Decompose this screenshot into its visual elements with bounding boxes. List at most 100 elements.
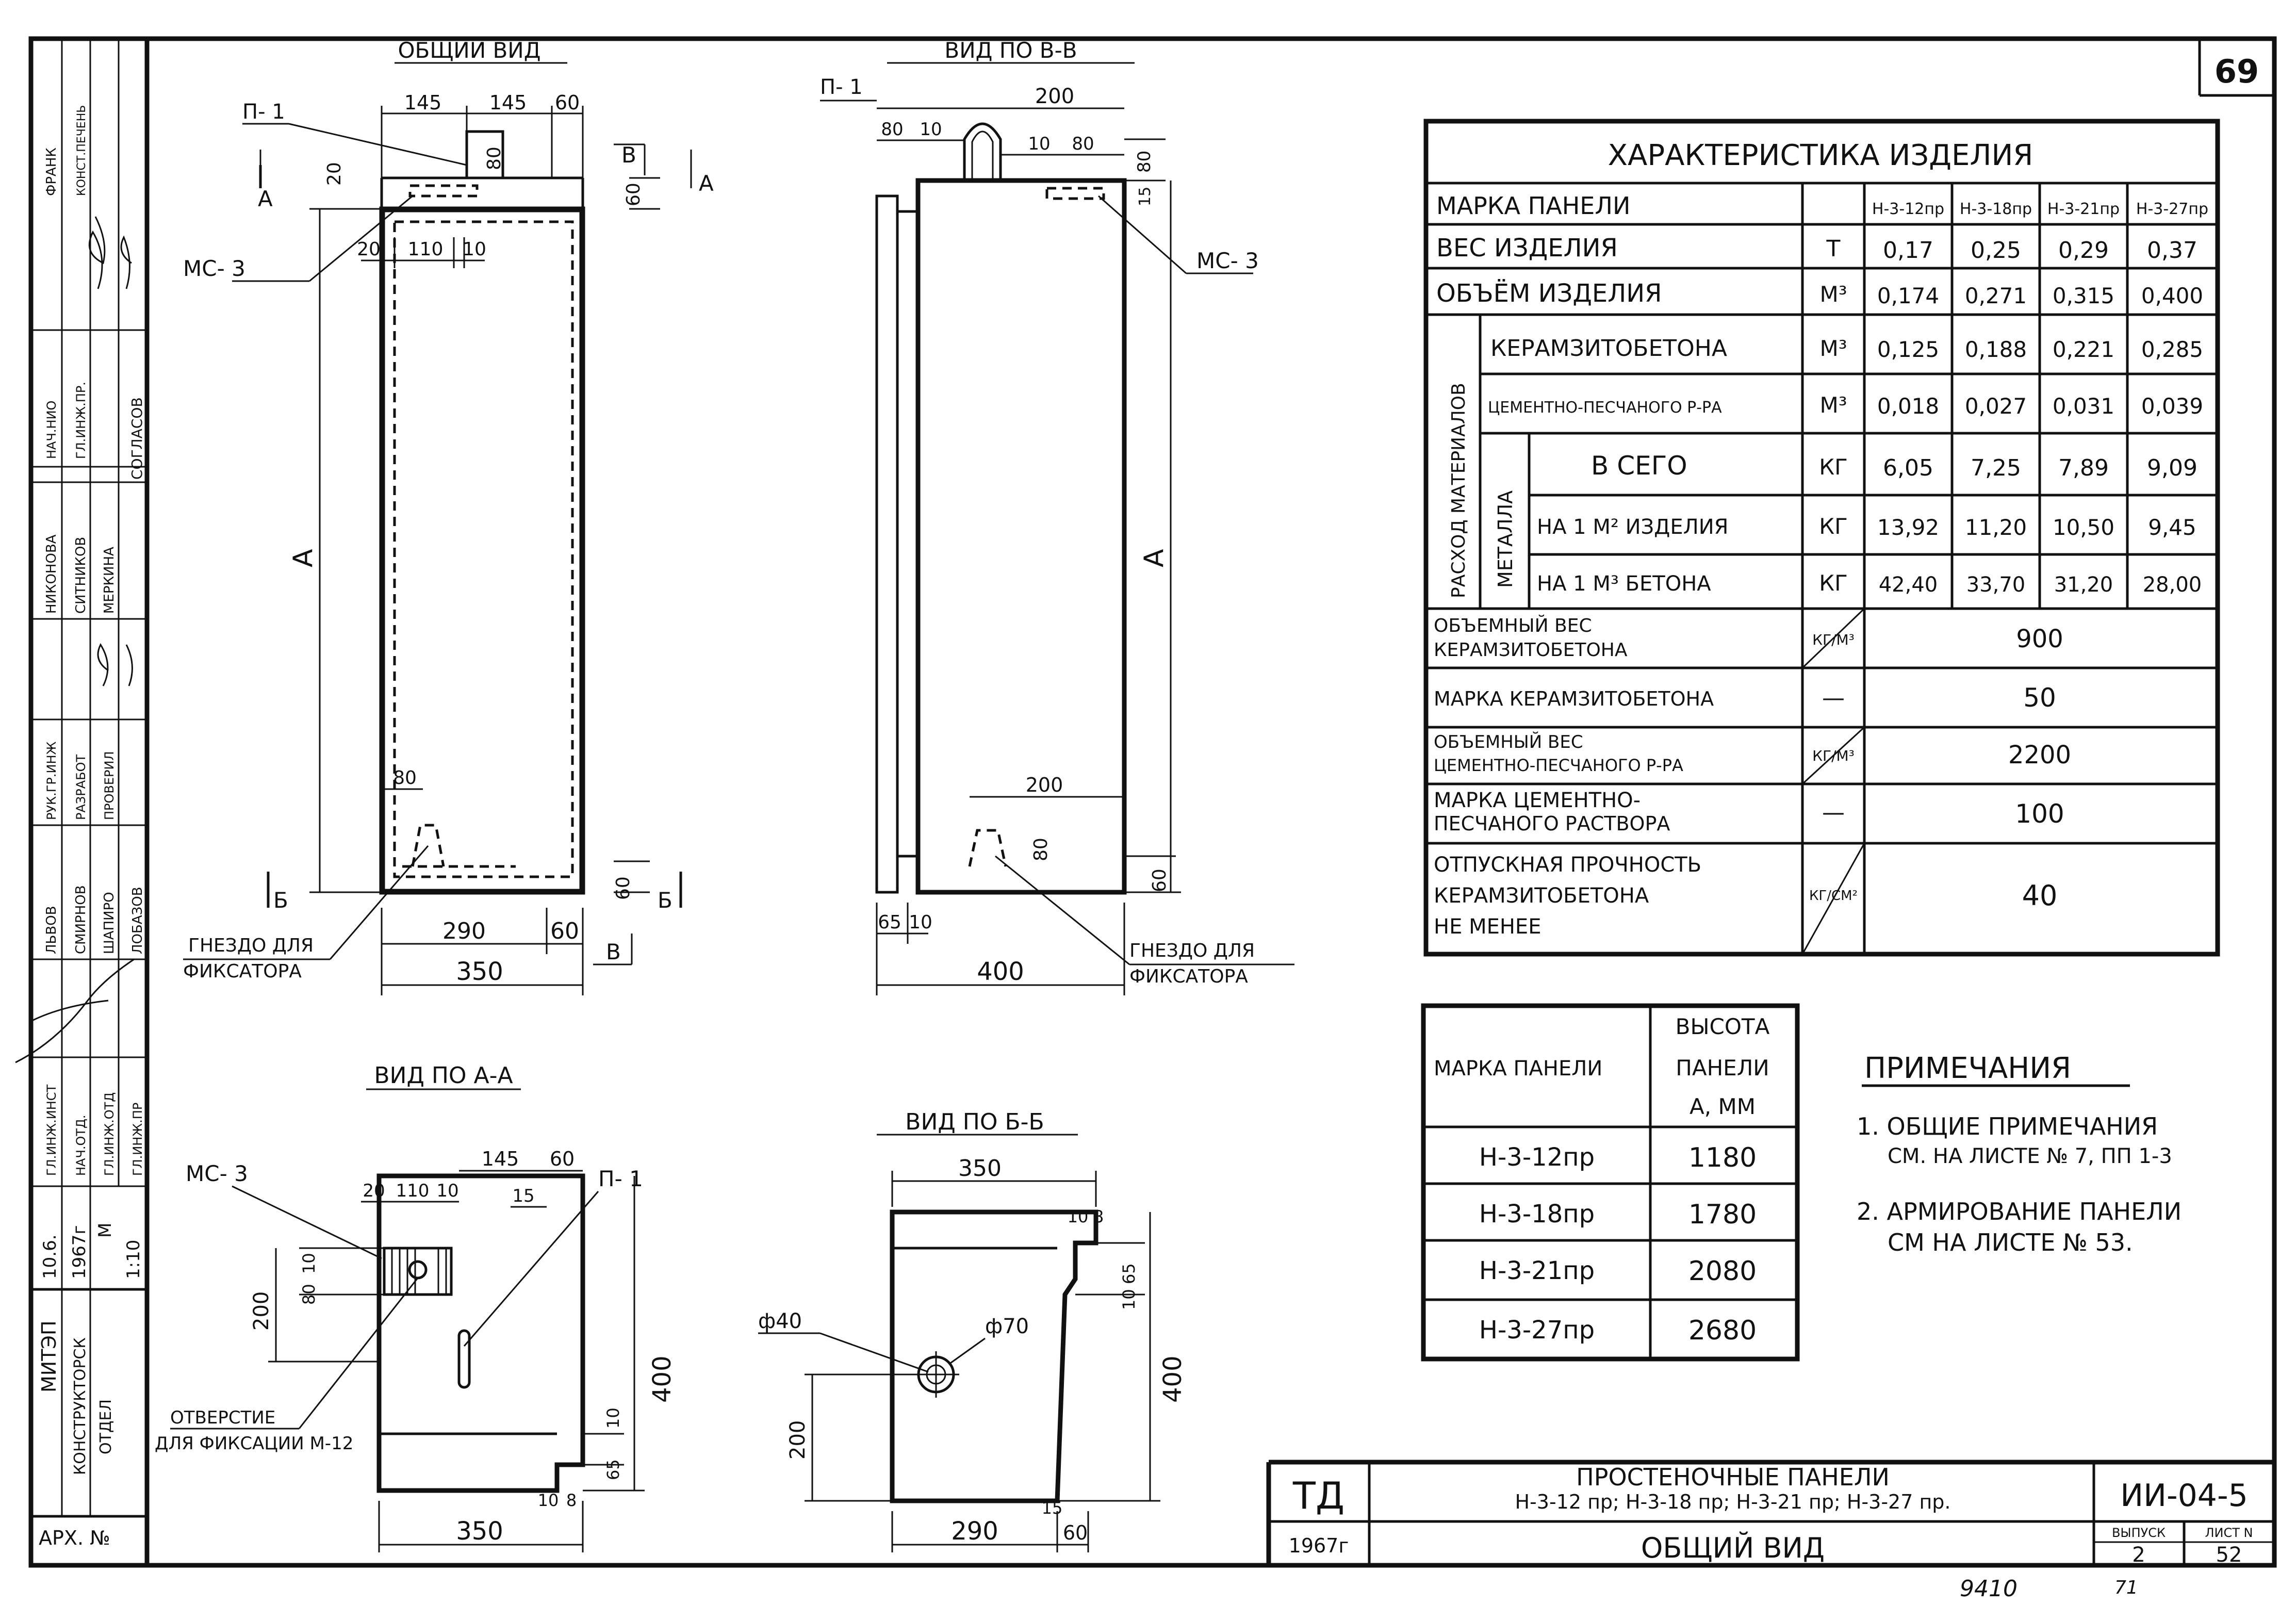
stamp-role-4: РУК.ГР.ИНЖ xyxy=(44,741,59,820)
title-block xyxy=(1266,1460,2274,1565)
gv-socket-line2: ФИКСАТОРА xyxy=(183,961,302,982)
gv-cut-v-bottom: В xyxy=(606,939,621,964)
char-volume-1: 0,271 xyxy=(1965,283,2027,308)
stamp-org-dept2: ОТДЕЛ xyxy=(97,1399,115,1454)
gv-dim-350: 350 xyxy=(456,957,503,986)
char-keramzit-3: 0,285 xyxy=(2141,337,2203,362)
aa-dim-400: 400 xyxy=(648,1355,677,1403)
char-metal-m3-unit: КГ xyxy=(1819,570,1847,596)
view-bb: ВИД ПО Б-Б xyxy=(877,1109,1098,1503)
sheet-number: 69 xyxy=(2215,53,2259,90)
char-col-0: Н-3-12пр xyxy=(1872,200,1944,218)
char-col-3: Н-3-27пр xyxy=(2136,200,2208,218)
view-aa: ВИД ПО А-А xyxy=(366,1062,585,1493)
tb-org: ТД xyxy=(1292,1474,1344,1517)
char-metal-m2-3: 9,45 xyxy=(2148,515,2196,540)
heights-head-mark: МАРКА ПАНЕЛИ xyxy=(1434,1057,1602,1080)
char-weight-1: 0,25 xyxy=(1971,237,2021,264)
aa-dim-145: 145 xyxy=(482,1148,519,1170)
char-metal-total-label: В СЕГО xyxy=(1591,451,1687,481)
gv-dim-80b: 80 xyxy=(393,767,417,789)
stamp-name-0: ЛЬВОВ xyxy=(44,906,59,954)
stamp-archive: АРХ. № xyxy=(39,1527,110,1549)
char-volume-3: 0,400 xyxy=(2141,283,2203,308)
char-keramzit-unit: М³ xyxy=(1819,336,1847,361)
notes-2-line1: 2. АРМИРОВАНИЕ ПАНЕЛИ xyxy=(1857,1198,2182,1225)
char-mortar-2: 0,031 xyxy=(2053,394,2114,419)
char-density-m-line1: ОБЪЕМНЫЙ ВЕС xyxy=(1434,731,1583,752)
char-mortar-unit: М³ xyxy=(1819,392,1847,418)
vv-socket-line1: ГНЕЗДО ДЛЯ xyxy=(1129,940,1255,961)
heights-table xyxy=(1421,1003,1800,1362)
vv-dim-65: 65 xyxy=(878,912,901,933)
char-metal-m3-2: 31,20 xyxy=(2054,573,2113,597)
char-strength-value: 40 xyxy=(2022,879,2058,912)
char-header-label: МАРКА ПАНЕЛИ xyxy=(1436,192,1630,220)
bb-dim-10b: 10 xyxy=(1119,1289,1139,1310)
stamp-role-5: РАЗРАБОТ xyxy=(74,754,88,820)
heights-row-1-mark: Н-3-18пр xyxy=(1479,1200,1595,1229)
heights-row-0-mark: Н-3-12пр xyxy=(1479,1143,1595,1172)
vv-title: ВИД ПО В-В xyxy=(944,38,1077,63)
char-grade-k-unit: — xyxy=(1822,685,1845,711)
gv-dim-290: 290 xyxy=(442,918,486,944)
aa-dim-10b: 10 xyxy=(538,1491,559,1510)
char-materials-group: РАСХОД МАТЕРИАЛОВ xyxy=(1448,383,1469,598)
char-weight-3: 0,37 xyxy=(2147,237,2197,264)
tb-issue-label: ВЫПУСК xyxy=(2112,1526,2166,1540)
char-density-m-line2: ЦЕМЕНТНО-ПЕСЧАНОГО Р-РА xyxy=(1434,756,1683,775)
char-weight-label: ВЕС ИЗДЕЛИЯ xyxy=(1436,234,1618,263)
stamp-name-4: НИКОНОВА xyxy=(44,534,59,614)
bb-title: ВИД ПО Б-Б xyxy=(905,1109,1044,1135)
aa-dim-60: 60 xyxy=(550,1148,575,1170)
bb-dim-200: 200 xyxy=(786,1420,810,1460)
heights-row-2-height: 2080 xyxy=(1688,1256,1757,1287)
char-volume-2: 0,315 xyxy=(2053,283,2114,308)
gv-cut-a-left: А xyxy=(258,186,273,211)
bb-dim-d70: ф70 xyxy=(985,1315,1029,1338)
char-volume-label: ОБЪЁМ ИЗДЕЛИЯ xyxy=(1436,279,1662,308)
char-col-1: Н-3-18пр xyxy=(1960,200,2032,218)
vv-dim-200: 200 xyxy=(1035,85,1074,108)
char-strength-line3: НЕ МЕНЕЕ xyxy=(1434,915,1541,939)
vv-dim-80d: 80 xyxy=(1030,838,1052,861)
char-grade-m-line2: ПЕСЧАНОГО РАСТВОРА xyxy=(1434,812,1670,835)
signatures xyxy=(15,216,135,1063)
char-density-k-value: 900 xyxy=(2016,625,2063,653)
char-metal-group: МЕТАЛЛА xyxy=(1494,490,1517,588)
gv-dim-20: 20 xyxy=(324,162,345,186)
stamp-name-2: ШАПИРО xyxy=(102,892,117,954)
heights-row-1-height: 1780 xyxy=(1688,1199,1757,1230)
stamp-name-5: СИТНИКОВ xyxy=(73,537,89,614)
char-metal-total-3: 9,09 xyxy=(2147,455,2197,481)
char-volume-unit: М³ xyxy=(1819,282,1847,307)
vv-dim-10a: 10 xyxy=(920,119,942,140)
vv-socket-line2: ФИКСАТОРА xyxy=(1129,966,1248,987)
gv-socket-line1: ГНЕЗДО ДЛЯ xyxy=(188,935,314,956)
char-metal-m2-unit: КГ xyxy=(1819,514,1847,539)
char-col-2: Н-3-21пр xyxy=(2047,200,2120,218)
heights-row-2-mark: Н-3-21пр xyxy=(1479,1256,1595,1285)
aa-dim-10r: 10 xyxy=(603,1407,623,1429)
stamp-role-6: ПРОВЕРИЛ xyxy=(102,751,117,820)
stamp-role-0: ГЛ.ИНЖ.ИНСТ xyxy=(44,1084,59,1176)
gv-cut-v-top: В xyxy=(621,142,636,168)
tb-title-line2: Н-3-12 пр; Н-3-18 пр; Н-3-21 пр; Н-3-27 … xyxy=(1515,1491,1950,1513)
char-metal-m2-label: НА 1 М² ИЗДЕЛИЯ xyxy=(1537,515,1728,539)
gv-cut-b-right: Б xyxy=(658,888,673,913)
bb-dim-d40: ф40 xyxy=(758,1309,802,1333)
stamp-role-3: ГЛ.ИНЖ.ПР xyxy=(130,1103,145,1176)
side-stamp xyxy=(31,39,147,1516)
vv-label-p1: П- 1 xyxy=(820,75,863,99)
bb-dim-8: 8 xyxy=(1093,1207,1104,1226)
char-grade-m-value: 100 xyxy=(2015,799,2064,829)
stamp-name-8: КОНСТ.ПЕЧЕНЬ xyxy=(75,105,88,196)
char-density-k-unit: КГ/М³ xyxy=(1812,631,1855,648)
gv-dim-20b: 20 xyxy=(357,239,381,260)
char-metal-total-2: 7,89 xyxy=(2058,455,2109,481)
vv-dim-10b: 10 xyxy=(1028,134,1050,154)
heights-row-3-height: 2680 xyxy=(1688,1315,1757,1346)
char-metal-m2-2: 10,50 xyxy=(2053,515,2114,540)
aa-hole-line1: ОТВЕРСТИЕ xyxy=(170,1407,275,1428)
